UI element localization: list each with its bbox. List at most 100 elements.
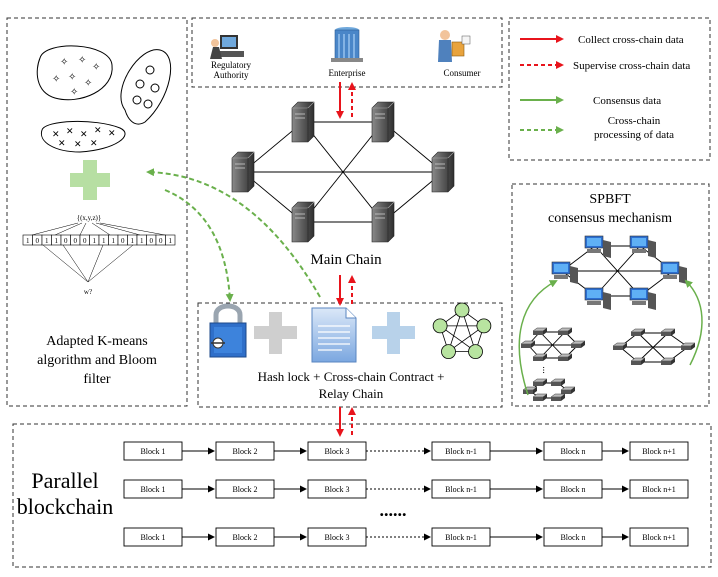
svg-text:1: 1 <box>26 237 30 245</box>
kmeans-set-notation: {(x,y,z)} <box>77 214 102 222</box>
bloom-bit-cell: 1 <box>22 234 33 246</box>
svg-text:Block n-1: Block n-1 <box>445 447 477 456</box>
pc-node-icon <box>584 235 612 259</box>
svg-text:✕: ✕ <box>52 130 60 140</box>
sbpft-subnet-1 <box>520 327 586 362</box>
sbpft-subnet-ellipsis: ... <box>540 366 551 374</box>
svg-text:✕: ✕ <box>108 129 116 139</box>
kmeans-cluster-stars: ✧✧✧ ✧✧✧✧ <box>36 45 113 101</box>
actor-regulatory-line2: Authority <box>214 70 249 80</box>
kmeans-caption-line1: Adapted K-means <box>46 334 147 349</box>
svg-text:Block n: Block n <box>560 533 585 542</box>
parallel-chain-row: Block 1 Block 2 Block 3 Block n-1 Block n Blo… <box>123 527 689 547</box>
actors-panel <box>191 17 503 88</box>
bloom-bit-cell: 0 <box>146 234 157 246</box>
legend-collect-label: Collect cross-chain data <box>578 34 684 46</box>
block-node: Block n <box>543 441 603 461</box>
relay-node <box>454 302 470 318</box>
legend-consensus-label: Consensus data <box>593 95 661 107</box>
svg-text:✧: ✧ <box>78 55 86 66</box>
legend-processing-label2: processing of data <box>594 129 674 141</box>
sbpft-title-line1: SPBFT <box>589 192 631 207</box>
bloom-bit-cell: 1 <box>51 234 62 246</box>
svg-text:Block 3: Block 3 <box>324 485 349 494</box>
svg-text:Block 1: Block 1 <box>140 485 165 494</box>
pc-node-icon <box>584 287 612 311</box>
main-server-icon <box>371 201 395 243</box>
svg-text:1: 1 <box>45 237 49 245</box>
svg-text:1: 1 <box>131 237 135 245</box>
block-node: Block 3 <box>307 441 367 461</box>
svg-text:✧: ✧ <box>92 62 100 73</box>
bloom-bit-cell: 0 <box>32 234 43 246</box>
block-node: Block 2 <box>215 441 275 461</box>
bloom-bit-cell: 1 <box>41 234 52 246</box>
svg-text:Block n+1: Block n+1 <box>642 533 676 542</box>
bloom-bit-cell: 1 <box>108 234 119 246</box>
bloom-hash-lines <box>31 222 166 283</box>
block-node: Block 3 <box>307 479 367 499</box>
pc-node-icon <box>660 261 688 285</box>
svg-text:Block n-1: Block n-1 <box>445 485 477 494</box>
svg-text:✕: ✕ <box>80 130 88 140</box>
svg-text:Block n+1: Block n+1 <box>642 485 676 494</box>
actor-enterprise: Enterprise <box>329 68 366 78</box>
block-node: Block n-1 <box>431 441 491 461</box>
svg-text:Block 2: Block 2 <box>232 485 257 494</box>
block-node: Block 2 <box>215 527 275 547</box>
svg-text:0: 0 <box>159 237 163 245</box>
main-server-icon <box>431 151 455 193</box>
block-node: Block 1 <box>123 479 183 499</box>
block-node: Block 1 <box>123 441 183 461</box>
svg-text:Block n+1: Block n+1 <box>642 447 676 456</box>
bloom-bit-cell: 1 <box>127 234 138 246</box>
svg-text:✧: ✧ <box>52 74 60 85</box>
sbpft-consensus-arrow-right <box>684 279 703 366</box>
consumer-icon <box>438 30 471 62</box>
bloom-query: w? <box>84 288 92 296</box>
svg-text:Block 2: Block 2 <box>232 447 257 456</box>
main-chain-label: Main Chain <box>310 252 382 268</box>
green-plus-icon <box>70 160 110 200</box>
processing-arrow-to-kmeans <box>146 168 321 298</box>
block-node: Block 1 <box>123 527 183 547</box>
parallel-ellipsis: ...... <box>380 500 407 520</box>
svg-text:1: 1 <box>140 237 144 245</box>
svg-text:Block n-1: Block n-1 <box>445 533 477 542</box>
sbpft-pc-network <box>551 235 688 311</box>
svg-text:Block n: Block n <box>560 447 585 456</box>
svg-text:1: 1 <box>55 237 59 245</box>
svg-text:0: 0 <box>121 237 125 245</box>
svg-text:✧: ✧ <box>68 72 76 83</box>
svg-text:✧: ✧ <box>84 78 92 89</box>
block-node: Block 2 <box>215 479 275 499</box>
svg-text:1: 1 <box>102 237 106 245</box>
svg-text:✧: ✧ <box>70 87 78 98</box>
relay-caption-line2: Relay Chain <box>319 386 384 401</box>
main-server-icon <box>231 151 255 193</box>
legend-processing-label1: Cross-chain <box>608 115 661 127</box>
kmeans-caption-line2: algorithm and Bloom <box>37 353 157 368</box>
svg-text:Block 3: Block 3 <box>324 533 349 542</box>
actor-regulatory-line1: Regulatory <box>211 60 251 70</box>
block-node: Block n+1 <box>629 527 689 547</box>
legend-panel <box>508 17 711 161</box>
relay-node <box>432 318 448 334</box>
contract-document-icon <box>311 307 357 363</box>
parallel-title-line1: Parallel <box>31 468 98 493</box>
svg-text:0: 0 <box>150 237 154 245</box>
bloom-bit-cell: 0 <box>70 234 81 246</box>
svg-text:0: 0 <box>74 237 78 245</box>
sbpft-subnet-2 <box>522 378 576 402</box>
blue-plus-icon <box>372 312 415 354</box>
svg-text:0: 0 <box>64 237 68 245</box>
bloom-bit-cell: 0 <box>79 234 90 246</box>
enterprise-building-icon <box>331 27 363 62</box>
relay-caption-line1: Hash lock + Cross-chain Contract + <box>258 369 445 384</box>
relay-node <box>476 318 492 334</box>
svg-text:✕: ✕ <box>58 139 66 149</box>
kmeans-cluster-crosses: ✕✕✕✕✕ ✕✕✕ <box>40 121 126 153</box>
svg-text:1: 1 <box>112 237 116 245</box>
kmeans-panel <box>6 17 188 407</box>
